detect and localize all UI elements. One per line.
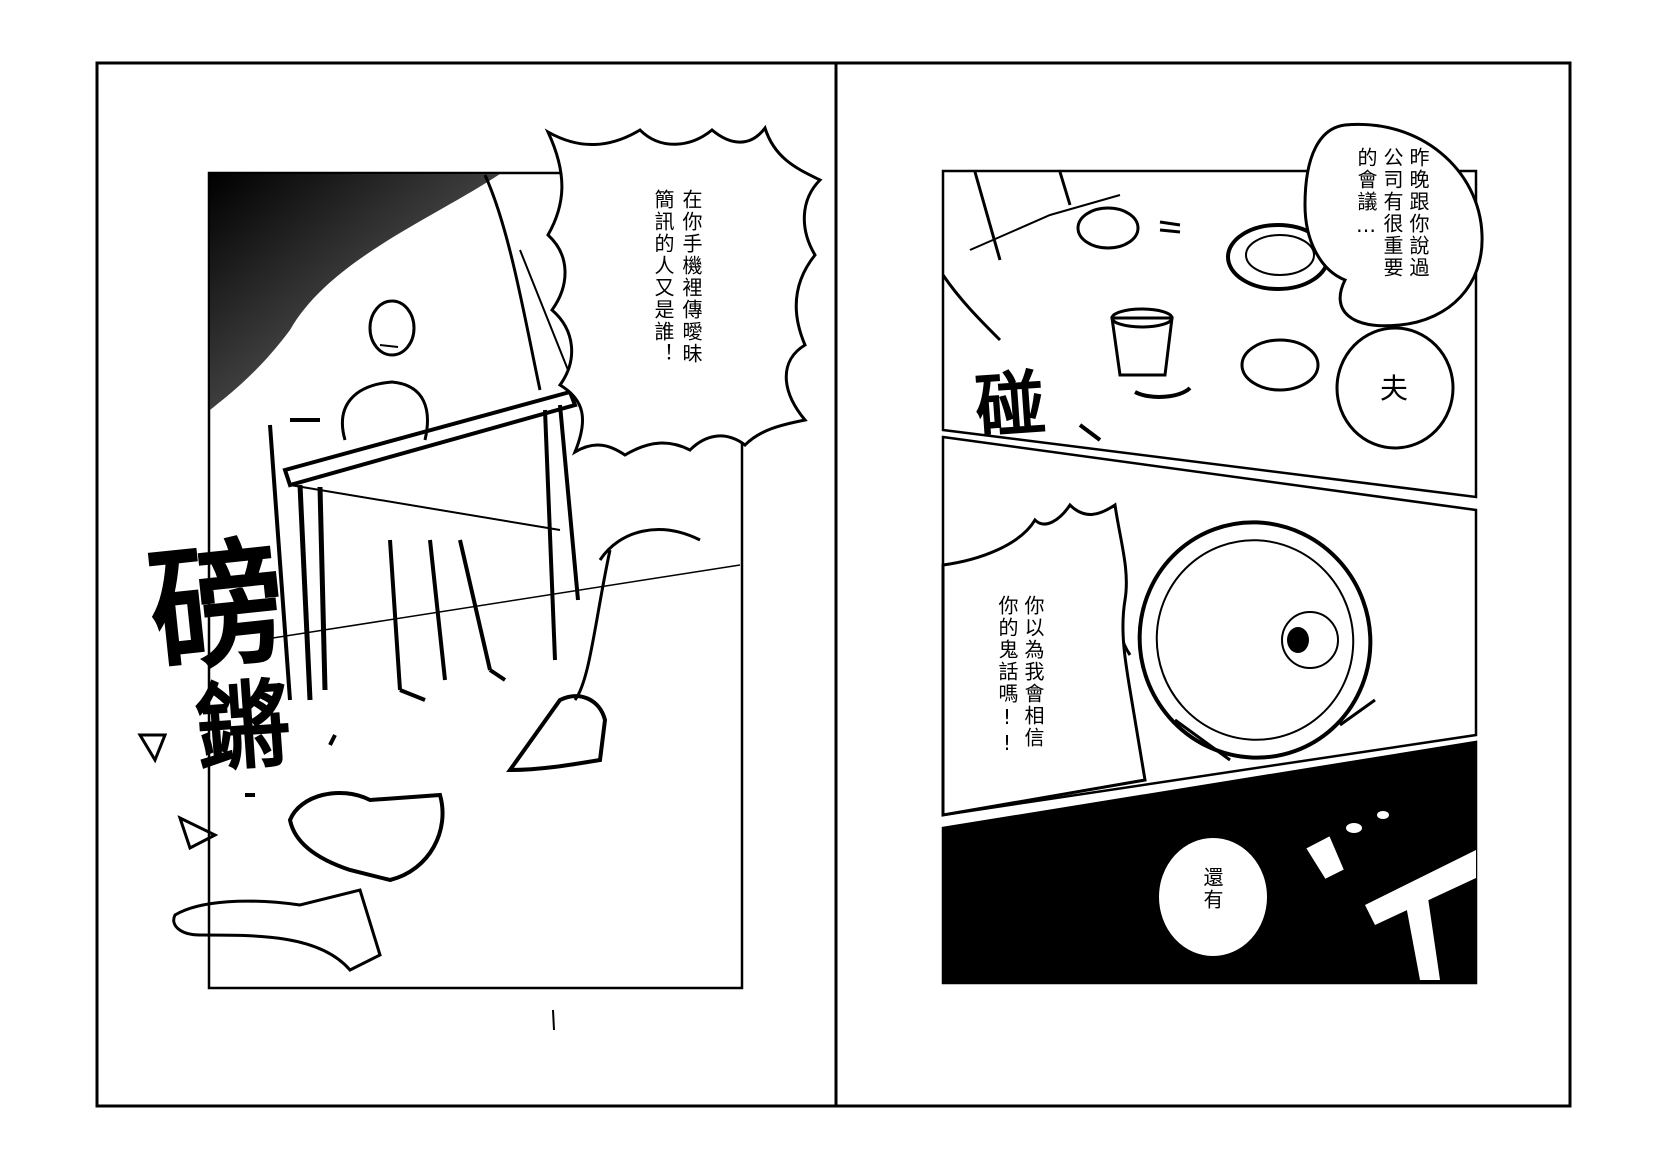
left-panel bbox=[137, 171, 744, 1031]
small-bubble bbox=[1335, 326, 1455, 450]
sfx-clang: 鏘 bbox=[192, 670, 294, 786]
middle-bubble-line-1: 你以為我會相信 bbox=[1021, 595, 1045, 749]
bottom-bubble-text: 還有 bbox=[1200, 867, 1224, 911]
top-bubble-line-2: 公司有很重要 bbox=[1380, 147, 1404, 279]
spilled-cup bbox=[287, 791, 445, 883]
sfx-crash: 磅 bbox=[142, 523, 293, 693]
small-bubble-text: 夫 bbox=[1380, 372, 1408, 405]
middle-bubble-line-2: 你的鬼話嗎!! bbox=[995, 595, 1019, 757]
man-head bbox=[368, 299, 416, 357]
cup-closeup bbox=[1137, 520, 1373, 760]
shout-bubble-line-2: 簡訊的人又是誰！ bbox=[651, 189, 675, 365]
glass bbox=[1110, 316, 1174, 377]
high-heel bbox=[506, 694, 608, 773]
sfx-bang: 碰 bbox=[973, 362, 1049, 449]
dark-hatching bbox=[210, 174, 500, 410]
shout-bubble-line-1: 在你手機裡傳曖昧 bbox=[679, 189, 703, 365]
table-top bbox=[282, 389, 578, 488]
top-bubble-line-1: 昨晚跟你說過 bbox=[1406, 147, 1430, 279]
shout-bubble bbox=[544, 124, 823, 457]
bowl bbox=[1076, 206, 1140, 250]
ice-cube bbox=[1281, 611, 1339, 669]
cup-silhouette bbox=[1303, 833, 1347, 882]
top-bubble-line-3: 的會議… bbox=[1354, 147, 1378, 239]
right-panel-top bbox=[941, 169, 1478, 499]
speech-bubble-top-right bbox=[1303, 122, 1484, 328]
speech-bubble-middle bbox=[941, 502, 1147, 817]
spilled-liquid bbox=[172, 888, 382, 972]
right-page-border bbox=[834, 61, 1572, 1108]
bowl-right bbox=[1240, 338, 1320, 392]
bottom-bubble bbox=[1157, 836, 1269, 958]
